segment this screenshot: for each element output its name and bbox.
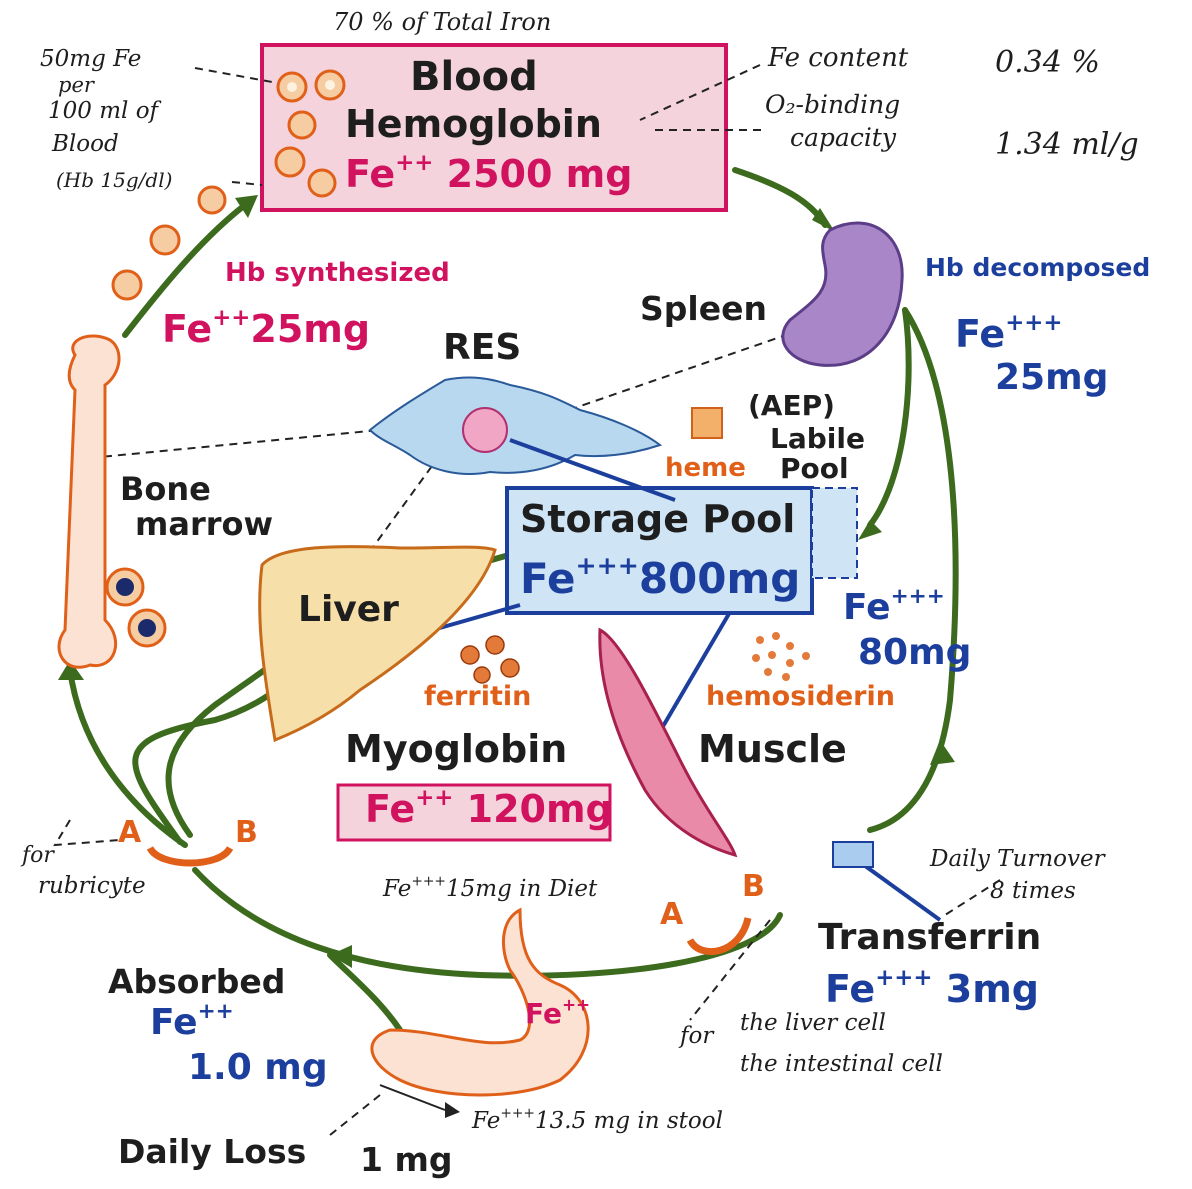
spleen-iron-label: Fe+++ <box>955 315 1063 353</box>
storage-pool-title: Storage Pool <box>520 500 795 538</box>
turnover-times: 8 times <box>990 880 1076 903</box>
hemosiderin-label: hemosiderin <box>706 683 895 710</box>
left-receptor-shape <box>150 848 230 863</box>
bone-shape <box>59 336 119 667</box>
hb-synthesized-label: Hb synthesized <box>225 260 450 286</box>
labile-pool-box <box>812 488 857 578</box>
hemoglobin-label: Hemoglobin <box>345 105 602 143</box>
blood-note-line-2: per <box>58 75 94 96</box>
blood-note-line-3: 100 ml of <box>48 100 158 123</box>
rubricyte-note: rubricyte <box>38 875 146 898</box>
rubricyte-note-for: for <box>22 845 54 867</box>
blood-share-caption: 70 % of Total Iron <box>333 10 551 34</box>
fe-content-label: Fe content <box>768 45 908 71</box>
spleen-label: Spleen <box>640 292 767 325</box>
o2-capacity-label: capacity <box>790 125 896 150</box>
labile-iron-label: Fe+++ <box>843 590 945 626</box>
transferrin-note-for: for <box>680 1025 713 1048</box>
daily-loss-amount: 1 mg <box>360 1143 452 1176</box>
o2-capacity-value: 1.34 ml/g <box>995 130 1139 160</box>
bone-label: Bone <box>120 473 211 505</box>
o2-binding-label: O₂-binding <box>765 92 900 117</box>
right-receptor-b: B <box>742 872 765 902</box>
hemosiderin-cluster <box>752 632 810 681</box>
storage-iron-amount: Fe+++800mg <box>520 558 800 600</box>
daily-turnover-label: Daily Turnover <box>930 848 1105 871</box>
marrow-label: marrow <box>135 508 273 540</box>
blood-note-line-5: (Hb 15g/dl) <box>56 170 172 190</box>
transferrin-iron-amount: Fe+++ 3mg <box>825 970 1039 1008</box>
hb-synthesized-amount: Fe++25mg <box>162 310 370 348</box>
res-cell-shape <box>370 378 660 474</box>
absorbed-iron-amount: 1.0 mg <box>188 1050 328 1086</box>
blood-title: Blood <box>410 57 538 97</box>
left-receptor-a: A <box>118 818 141 848</box>
fe-content-value: 0.34 % <box>995 48 1100 78</box>
blood-note-line-4: Blood <box>52 133 119 156</box>
diet-intake: Fe+++15mg in Diet <box>383 878 597 901</box>
transferrin-label: Transferrin <box>818 920 1041 956</box>
blood-iron-amount: Fe++ 2500 mg <box>345 155 632 193</box>
heme-label: heme <box>665 455 746 481</box>
spleen-iron-amount: 25mg <box>995 360 1108 396</box>
liver-label: Liver <box>298 592 399 628</box>
blood-note-line-1: 50mg Fe <box>40 48 141 71</box>
myoglobin-iron-amount: Fe++ 120mg <box>365 790 613 828</box>
hb-decomposed-label: Hb decomposed <box>925 255 1150 280</box>
absorbed-label: Absorbed <box>108 965 285 998</box>
ferritin-label: ferritin <box>424 683 531 710</box>
transferrin-marker <box>833 842 873 867</box>
left-receptor-b: B <box>235 818 258 848</box>
absorbed-iron-label: Fe++ <box>150 1005 234 1041</box>
heme-icon <box>692 408 722 438</box>
myoglobin-label: Myoglobin <box>345 730 567 768</box>
stool-loss: Fe+++13.5 mg in stool <box>472 1110 723 1133</box>
labile-iron-amount: 80mg <box>858 635 971 671</box>
daily-loss-label: Daily Loss <box>118 1135 306 1168</box>
labile-label: Labile <box>770 425 865 453</box>
ferritin-cluster <box>461 636 519 683</box>
transferrin-note-intestinal: the intestinal cell <box>740 1053 943 1076</box>
transferrin-note-liver: the liver cell <box>740 1012 886 1035</box>
marrow-cells <box>107 569 165 646</box>
stomach-iron-label: Fe++ <box>525 1000 590 1028</box>
labile-pool-label: Pool <box>780 455 849 483</box>
muscle-label: Muscle <box>698 730 847 768</box>
spleen-shape <box>783 223 902 365</box>
labile-aep-label: (AEP) <box>748 392 835 420</box>
res-label: RES <box>443 330 521 366</box>
right-receptor-a: A <box>660 900 683 930</box>
